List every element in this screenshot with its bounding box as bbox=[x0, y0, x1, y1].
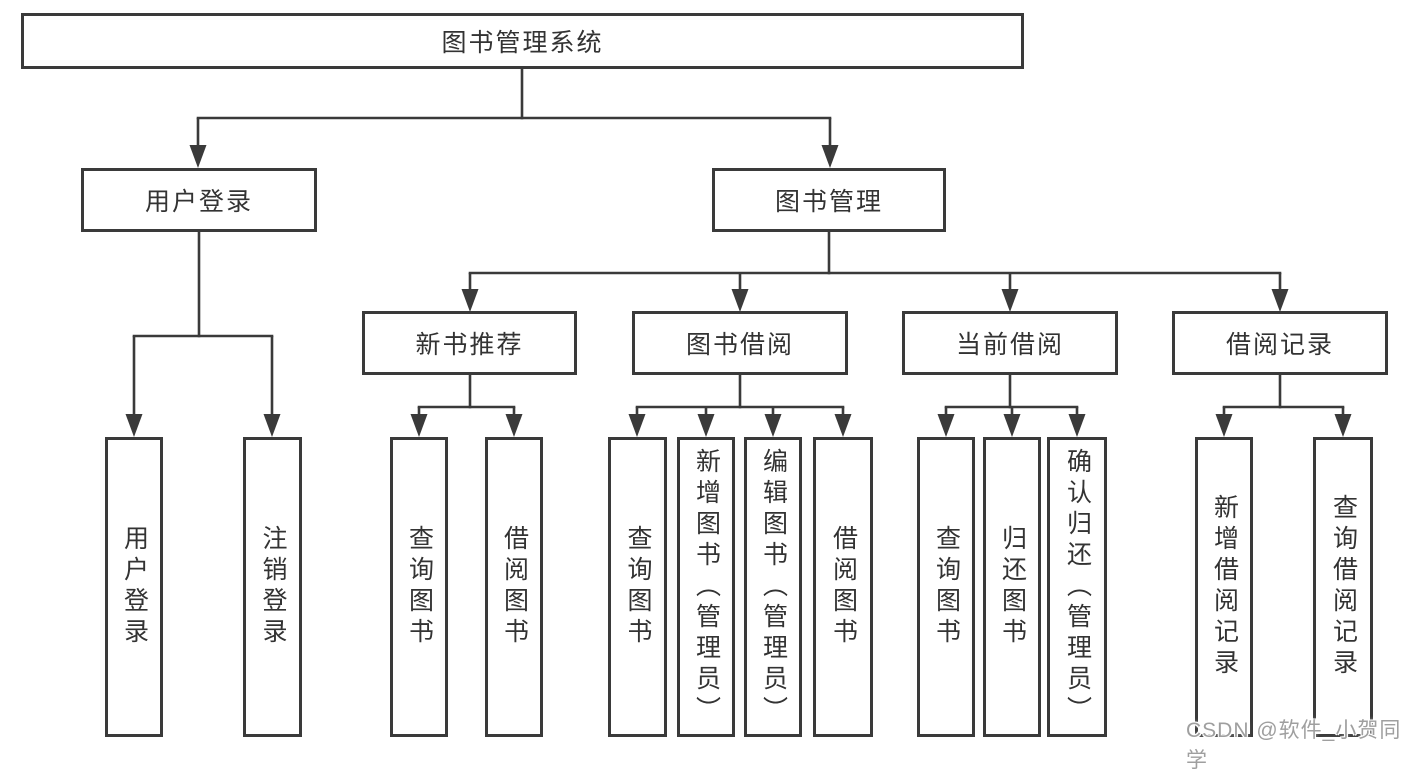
leaf-query-borrow-record: 查询借阅记录 bbox=[1313, 437, 1373, 737]
node-book-borrowing: 图书借阅 bbox=[632, 311, 848, 375]
leaf-query-books-borrowing: 查询图书 bbox=[608, 437, 667, 737]
leaf-confirm-return-admin: 确认归还（管理员） bbox=[1047, 437, 1107, 737]
node-user-login: 用户登录 bbox=[81, 168, 317, 232]
leaf-add-borrow-record: 新增借阅记录 bbox=[1195, 437, 1253, 737]
diagram-canvas: 图书管理系统 用户登录 图书管理 新书推荐 图书借阅 当前借阅 借阅记录 用户登… bbox=[21, 13, 1400, 772]
leaf-add-books-admin: 新增图书（管理员） bbox=[677, 437, 735, 737]
leaf-query-books-recommend: 查询图书 bbox=[390, 437, 448, 737]
node-library-management-system: 图书管理系统 bbox=[21, 13, 1024, 69]
leaf-logout: 注销登录 bbox=[243, 437, 302, 737]
node-new-book-recommend: 新书推荐 bbox=[362, 311, 577, 375]
leaf-query-books-current: 查询图书 bbox=[917, 437, 975, 737]
leaf-return-books: 归还图书 bbox=[983, 437, 1041, 737]
node-current-borrowing: 当前借阅 bbox=[902, 311, 1118, 375]
node-book-management: 图书管理 bbox=[712, 168, 946, 232]
leaf-borrow-books-recommend: 借阅图书 bbox=[485, 437, 543, 737]
node-borrowing-records: 借阅记录 bbox=[1172, 311, 1388, 375]
leaf-user-login: 用户登录 bbox=[105, 437, 163, 737]
leaf-borrow-books-borrowing: 借阅图书 bbox=[813, 437, 873, 737]
csdn-watermark: CSDN @软件_小贺同学 bbox=[1186, 719, 1402, 772]
connector-lines bbox=[125, 66, 1352, 437]
leaf-edit-books-admin: 编辑图书（管理员） bbox=[744, 437, 802, 737]
